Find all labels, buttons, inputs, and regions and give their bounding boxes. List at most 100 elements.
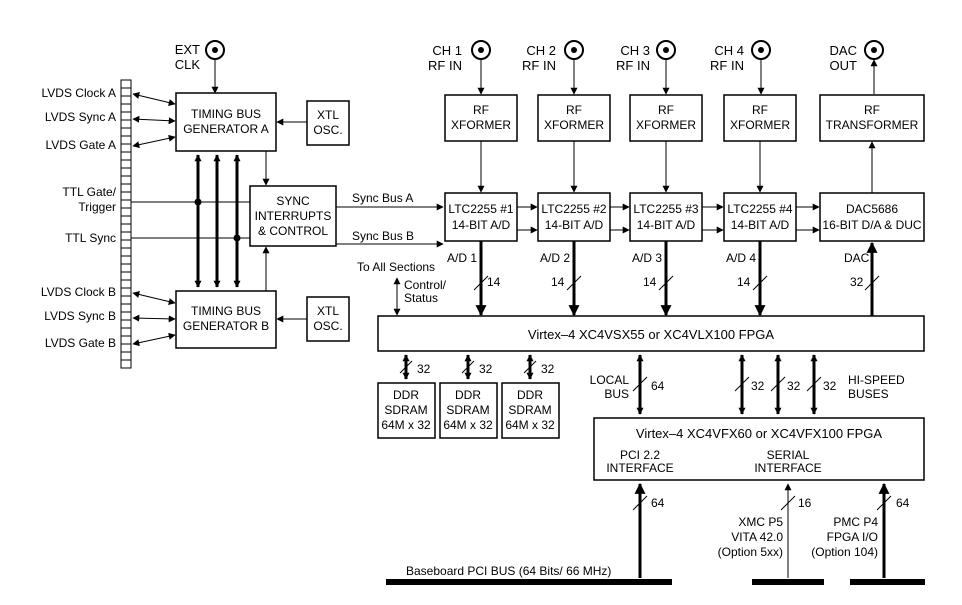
svg-text:A/D 1: A/D 1 bbox=[447, 251, 477, 265]
label-lvds-clock-a: LVDS Clock A bbox=[42, 86, 116, 100]
local-bus: 64 bbox=[632, 354, 665, 415]
adc4-bus: A/D 4 14 bbox=[726, 241, 768, 317]
svg-text:32: 32 bbox=[751, 379, 765, 393]
svg-text:14: 14 bbox=[487, 275, 501, 289]
rf-xformer-1 bbox=[444, 94, 518, 142]
svg-text:32: 32 bbox=[850, 275, 864, 289]
rf-transformer-dac bbox=[819, 94, 925, 142]
svg-text:64: 64 bbox=[651, 496, 665, 510]
label-ttl-gate: TTL Gate/Trigger bbox=[62, 185, 116, 214]
ddr-sdram-2 bbox=[439, 382, 498, 439]
lvds-gate-a-arrow bbox=[132, 134, 176, 149]
sync-interrupts-control bbox=[249, 185, 337, 247]
svg-text:CH 3RF IN: CH 3RF IN bbox=[616, 43, 650, 73]
to-all-sections-label: To All Sections bbox=[357, 260, 435, 274]
dac-bus: DAC 32 bbox=[844, 241, 880, 316]
svg-text:CH 2RF IN: CH 2RF IN bbox=[522, 43, 556, 73]
label-lvds-sync-b: LVDS Sync B bbox=[44, 309, 116, 323]
timing-bus-generator-a bbox=[175, 92, 277, 152]
coax-connector-icon bbox=[751, 40, 771, 60]
fpga-xc4vsx55-label: Virtex–4 XC4VSX55 or XC4VLX100 FPGA bbox=[528, 327, 774, 342]
adc-ltc2255-1 bbox=[444, 192, 518, 242]
svg-text:A/D 2: A/D 2 bbox=[540, 251, 570, 265]
sync-bus-b-label: Sync Bus B bbox=[352, 229, 414, 243]
svg-text:32: 32 bbox=[417, 362, 431, 376]
coax-connector-icon bbox=[205, 40, 225, 60]
lvds-clock-b-arrow bbox=[132, 291, 176, 305]
svg-text:DAC: DAC bbox=[844, 251, 870, 265]
ddr-sdram-1 bbox=[377, 382, 436, 439]
svg-text:CH 4RF IN: CH 4RF IN bbox=[710, 43, 744, 73]
fpga-xc4vfx60-label: Virtex–4 XC4VFX60 or XC4VFX100 FPGA bbox=[636, 426, 882, 441]
svg-text:32: 32 bbox=[823, 379, 837, 393]
svg-text:16: 16 bbox=[798, 496, 812, 510]
lvds-clock-a-arrow bbox=[132, 92, 176, 106]
left-connector-strip bbox=[120, 79, 132, 369]
adc1-bus: A/D 1 14 bbox=[447, 241, 501, 317]
hispeed-bus-3: 32 bbox=[806, 354, 837, 415]
pci-bus-link: 64 bbox=[632, 482, 665, 578]
label-lvds-gate-b: LVDS Gate B bbox=[45, 336, 116, 350]
ddr1-bus: 32 bbox=[399, 354, 431, 380]
svg-text:64: 64 bbox=[896, 496, 910, 510]
ddr3-bus: 32 bbox=[523, 354, 555, 380]
svg-text:64: 64 bbox=[651, 379, 665, 393]
xtl-osc-a bbox=[306, 100, 350, 146]
adc3-bus: A/D 3 14 bbox=[632, 241, 674, 317]
svg-text:14: 14 bbox=[551, 275, 565, 289]
dac5686 bbox=[819, 192, 925, 242]
rf-xformer-2 bbox=[537, 94, 611, 142]
lvds-sync-b-arrow bbox=[132, 314, 176, 323]
label-lvds-gate-a: LVDS Gate A bbox=[46, 138, 116, 152]
coax-connector-icon bbox=[471, 40, 491, 60]
svg-text:14: 14 bbox=[737, 275, 751, 289]
svg-text:A/D 3: A/D 3 bbox=[632, 251, 662, 265]
rf-xformer-3 bbox=[629, 94, 703, 142]
adc-ltc2255-3 bbox=[629, 192, 703, 242]
coax-connector-icon bbox=[864, 40, 884, 60]
hispeed-bus-2: 32 bbox=[770, 354, 801, 415]
ddr2-bus: 32 bbox=[461, 354, 493, 380]
control-status-label: Control/Status bbox=[404, 278, 447, 305]
pmc-link: 64 bbox=[876, 482, 910, 578]
svg-text:32: 32 bbox=[541, 362, 555, 376]
fpga-xc4vfx60 bbox=[593, 417, 925, 481]
label-lvds-sync-a: LVDS Sync A bbox=[45, 110, 116, 124]
label-lvds-clock-b: LVDS Clock B bbox=[41, 285, 116, 299]
timing-bus-generator-b bbox=[175, 290, 277, 349]
svg-text:A/D 4: A/D 4 bbox=[726, 251, 756, 265]
svg-text:14: 14 bbox=[643, 275, 657, 289]
svg-text:32: 32 bbox=[479, 362, 493, 376]
xmc-link: 16 bbox=[780, 483, 812, 578]
baseboard-pci-bus-label: Baseboard PCI BUS (64 Bits/ 66 MHz) bbox=[406, 564, 611, 578]
adc-ltc2255-4 bbox=[723, 192, 797, 242]
